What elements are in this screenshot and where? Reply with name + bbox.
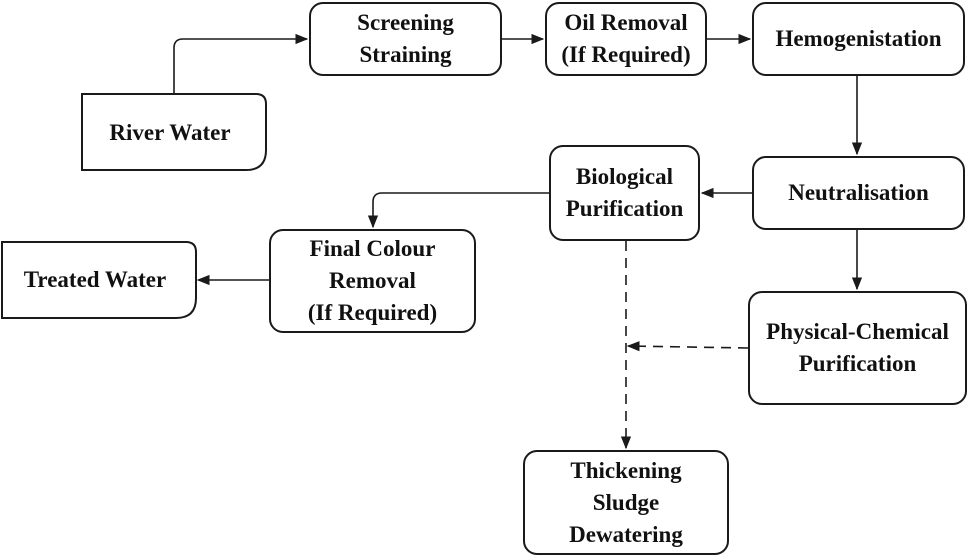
arrow-bio-to-final: [367, 192, 549, 229]
oil-removal-node: Oil Removal (If Required): [545, 2, 707, 76]
river-water-shape: [81, 93, 267, 171]
thickening-sludge-dewatering-node: Thickening Sludge Dewatering: [523, 450, 729, 555]
dashed-arrow-phys-to-sludge-line: [626, 341, 749, 352]
biological-purification-node: Biological Purification: [549, 145, 700, 241]
river-water-node: River Water: [82, 94, 266, 170]
final-colour-removal-node: Final Colour Removal (If Required): [269, 229, 476, 333]
arrow-river-to-screening: [173, 33, 309, 94]
treated-water-node: Treated Water: [2, 242, 196, 318]
treated-water-shape: [1, 241, 197, 319]
physical-chemical-purification-node: Physical-Chemical Purification: [748, 291, 967, 405]
neutralisation-node: Neutralisation: [752, 156, 965, 230]
treated-water-label: Treated Water: [23, 267, 167, 292]
river-water-label: River Water: [109, 120, 231, 145]
hemogenistation-node: Hemogenistation: [752, 2, 965, 76]
screening-straining-node: Screening Straining: [309, 2, 502, 76]
